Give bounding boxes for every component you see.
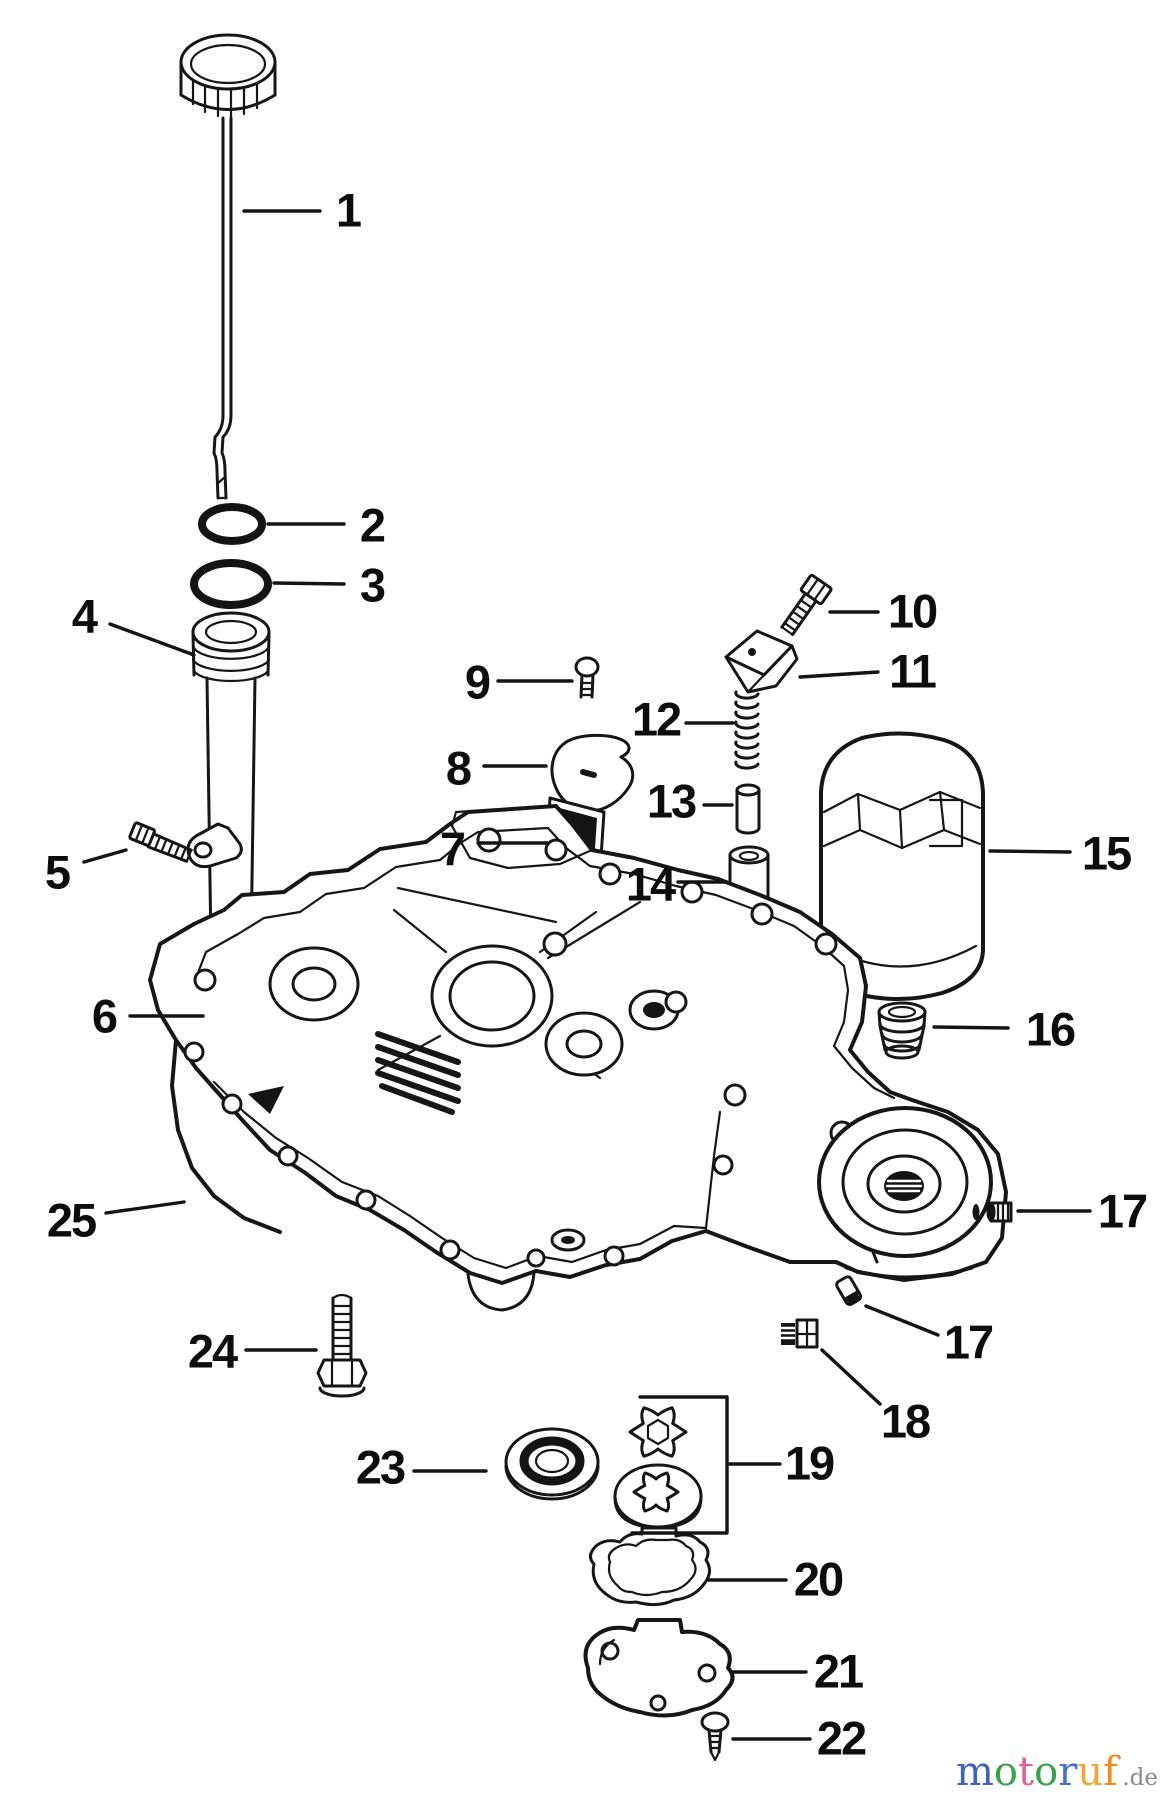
oil-filter-mount: [817, 1106, 993, 1279]
callout-number-24-24: 24: [188, 1325, 238, 1378]
callout-number-25-25: 25: [47, 1194, 96, 1247]
watermark-letter: o: [993, 1749, 1019, 1795]
callout-number-6-5: 6: [92, 990, 117, 1043]
part-17-plug-side: [986, 1201, 1013, 1223]
callout-leader-3: [272, 581, 346, 586]
part-19-oil-pump-rotors: [613, 1406, 703, 1530]
part-23-oil-seal: [504, 1427, 600, 1501]
callout-number-18-18: 18: [881, 1395, 930, 1448]
callouts: 1234567891011121314151617171819202122232…: [45, 184, 1149, 1765]
callout-number-11-10: 11: [889, 645, 936, 698]
callout-number-9-8: 9: [465, 656, 490, 709]
watermark-letter: o: [1034, 1749, 1059, 1795]
watermark-letter: u: [1077, 1749, 1104, 1795]
watermark-letter: m: [955, 1749, 994, 1795]
watermark: motoruf’.de: [956, 1752, 1158, 1792]
part-15-oil-filter: [819, 731, 985, 1002]
part-13-plunger: [735, 783, 761, 835]
callout-number-8-7: 8: [446, 742, 471, 795]
watermark-letter: .de: [1122, 1765, 1158, 1791]
callout-number-4-3: 4: [72, 590, 98, 643]
callout-number-21-21: 21: [814, 1645, 863, 1698]
callout-number-19-19: 19: [785, 1437, 834, 1490]
callout-leader-5: [82, 848, 128, 864]
callout-number-1-0: 1: [336, 184, 361, 237]
callout-bracket-19: [630, 1395, 729, 1535]
part-16-fitting: [877, 1001, 927, 1060]
part-2-o-ring: [198, 503, 266, 545]
part-8-cover-plate: [550, 733, 635, 813]
callout-number-7-6: 7: [440, 823, 465, 876]
callout-number-20-20: 20: [794, 1553, 843, 1606]
watermark-letter: t: [1018, 1749, 1035, 1795]
callout-leader-16: [932, 1025, 1010, 1030]
callout-leader-25: [104, 1200, 186, 1215]
callout-leader-17: [864, 1304, 940, 1337]
callout-number-12-11: 12: [632, 693, 681, 746]
callout-number-5-4: 5: [45, 846, 70, 899]
callout-number-15-14: 15: [1082, 827, 1131, 880]
part-1-dipstick: [179, 33, 277, 500]
watermark-letter: f: [1103, 1749, 1118, 1795]
part-5-clamp-bolt: [128, 821, 193, 863]
callout-leader-11: [798, 670, 880, 679]
part-20-gasket: [589, 1526, 711, 1607]
part-18-plug: [780, 1318, 819, 1349]
part-12-spring: [734, 690, 760, 770]
part-24-flange-bolt: [316, 1293, 368, 1398]
callout-leader-15: [988, 849, 1072, 854]
part-9-screw: [574, 656, 600, 699]
watermark-letter: r: [1058, 1749, 1078, 1795]
callout-number-23-23: 23: [356, 1441, 405, 1494]
callout-number-16-15: 16: [1026, 1003, 1075, 1056]
pan-bolt-holes: [183, 827, 855, 1268]
callout-number-17-17: 17: [944, 1316, 993, 1369]
part-25-oil-pan: [148, 804, 1008, 1312]
part-3-o-ring: [190, 559, 272, 609]
callout-number-13-12: 13: [647, 775, 696, 828]
part-21-pump-cover: [583, 1618, 735, 1718]
callout-leader-4: [108, 622, 196, 657]
callout-number-22-22: 22: [817, 1712, 866, 1765]
callout-number-17-16: 17: [1098, 1185, 1147, 1238]
callout-number-10-9: 10: [888, 585, 937, 638]
callout-leader-18: [820, 1348, 882, 1406]
watermark-letter: ’: [1117, 1755, 1123, 1771]
callout-number-3-2: 3: [360, 559, 385, 612]
part-11-bracket: [724, 629, 799, 694]
part-17-pin: [835, 1275, 863, 1306]
part-10-bolt: [780, 573, 833, 637]
part-22-screw: [700, 1711, 730, 1762]
callout-number-2-1: 2: [360, 499, 385, 552]
callout-number-14-13: 14: [626, 858, 676, 911]
